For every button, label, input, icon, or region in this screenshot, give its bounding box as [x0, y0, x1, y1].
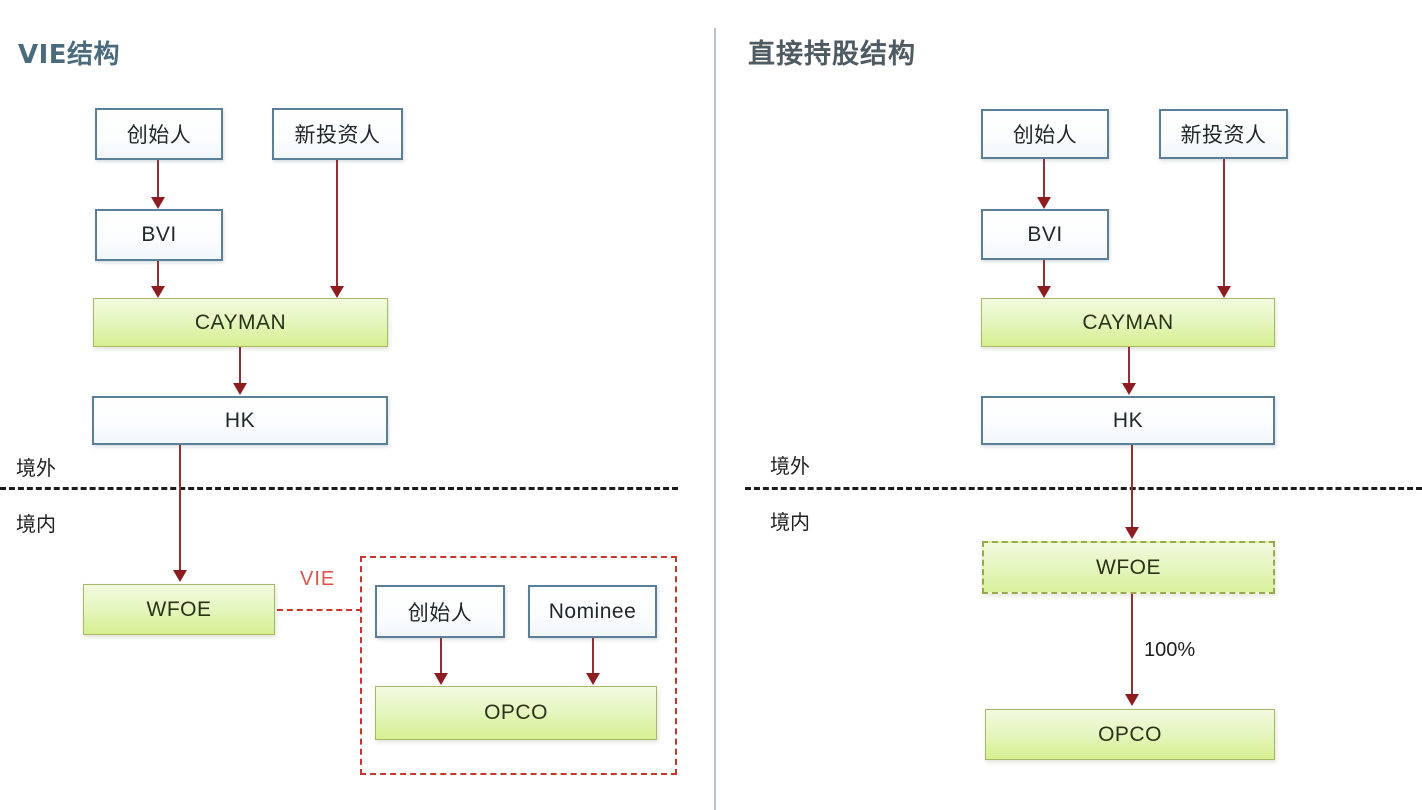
- edge-left-investor-cayman-arrowhead: [330, 286, 344, 298]
- edge-left-bvi-cayman-arrowhead: [151, 286, 165, 298]
- edge-right-hk-wfoe: [1131, 445, 1133, 529]
- node-right-opco[interactable]: OPCO: [985, 709, 1275, 760]
- edge-left-cayman-hk-arrowhead: [233, 383, 247, 395]
- node-label: WFOE: [1096, 555, 1161, 579]
- edge-right-founder-bvi-arrowhead: [1037, 197, 1051, 209]
- edge-left-founder-bvi: [157, 160, 159, 199]
- edge-left-bvi-cayman: [157, 261, 159, 288]
- edge-left-cayman-hk: [239, 347, 241, 385]
- node-left-opco[interactable]: OPCO: [375, 686, 657, 740]
- node-label: CAYMAN: [194, 310, 287, 334]
- vie-control-link: [277, 609, 362, 611]
- node-label: BVI: [1027, 222, 1063, 246]
- vie-group-box: [360, 556, 677, 775]
- vie-label: VIE: [300, 568, 336, 590]
- edge-left-investor-cayman: [336, 160, 338, 288]
- right-panel-title: 直接持股结构: [748, 39, 916, 70]
- node-label: Nominee: [548, 599, 637, 623]
- node-left-cayman[interactable]: CAYMAN: [93, 298, 388, 347]
- edge-right-wfoe-opco-arrowhead: [1125, 694, 1139, 706]
- edge-left-viefounder-opco-arrowhead: [434, 673, 448, 685]
- edge-right-cayman-hk-arrowhead: [1122, 383, 1136, 395]
- edge-right-bvi-cayman: [1043, 260, 1045, 288]
- edge-left-nominee-opco-arrowhead: [586, 673, 600, 685]
- left-region-separator: [0, 487, 678, 490]
- right-region-separator: [745, 487, 1422, 490]
- edge-right-cayman-hk: [1128, 347, 1130, 385]
- node-label: 创始人: [126, 123, 192, 147]
- right-label-offshore: 境外: [770, 454, 810, 478]
- panel-divider: [714, 28, 716, 810]
- edge-left-nominee-opco: [592, 638, 594, 675]
- node-right-cayman[interactable]: CAYMAN: [981, 298, 1275, 347]
- node-right-bvi[interactable]: BVI: [981, 209, 1109, 260]
- node-right-investor[interactable]: 新投资人: [1159, 109, 1288, 159]
- node-right-wfoe[interactable]: WFOE: [982, 541, 1275, 594]
- node-label: OPCO: [1098, 722, 1162, 746]
- node-label: BVI: [141, 223, 177, 246]
- node-left-wfoe[interactable]: WFOE: [83, 584, 275, 635]
- node-left-vie-founder[interactable]: 创始人: [375, 585, 505, 638]
- node-label: WFOE: [146, 597, 212, 621]
- node-left-hk[interactable]: HK: [92, 396, 388, 445]
- edge-right-investor-cayman: [1223, 159, 1225, 288]
- node-left-founder[interactable]: 创始人: [95, 108, 223, 160]
- node-label: CAYMAN: [1082, 310, 1174, 334]
- edge-right-founder-bvi: [1043, 159, 1045, 199]
- node-left-investor[interactable]: 新投资人: [272, 108, 403, 160]
- node-label: 创始人: [407, 600, 473, 625]
- node-label: HK: [224, 408, 256, 432]
- node-label: HK: [1112, 408, 1144, 432]
- left-panel-title: VIE结构: [18, 40, 121, 70]
- edge-left-hk-wfoe-arrowhead: [173, 570, 187, 582]
- left-label-onshore: 境内: [16, 512, 56, 536]
- node-label: 新投资人: [294, 123, 381, 147]
- ownership-percentage-label: 100%: [1144, 639, 1196, 661]
- node-right-founder[interactable]: 创始人: [981, 109, 1109, 159]
- left-label-offshore: 境外: [16, 456, 56, 480]
- right-label-onshore: 境内: [770, 510, 810, 534]
- edge-right-wfoe-opco: [1131, 594, 1133, 695]
- node-left-nominee[interactable]: Nominee: [528, 585, 657, 638]
- edge-right-investor-cayman-arrowhead: [1217, 286, 1231, 298]
- node-label: 新投资人: [1180, 123, 1267, 147]
- edge-left-hk-wfoe: [179, 445, 181, 572]
- edge-left-viefounder-opco: [440, 638, 442, 675]
- node-left-bvi[interactable]: BVI: [95, 209, 223, 261]
- node-right-hk[interactable]: HK: [981, 396, 1275, 445]
- node-label: OPCO: [484, 701, 548, 724]
- edge-left-founder-bvi-arrowhead: [151, 197, 165, 209]
- edge-right-hk-wfoe-arrowhead: [1125, 527, 1139, 539]
- node-label: 创始人: [1012, 123, 1078, 147]
- edge-right-bvi-cayman-arrowhead: [1037, 286, 1051, 298]
